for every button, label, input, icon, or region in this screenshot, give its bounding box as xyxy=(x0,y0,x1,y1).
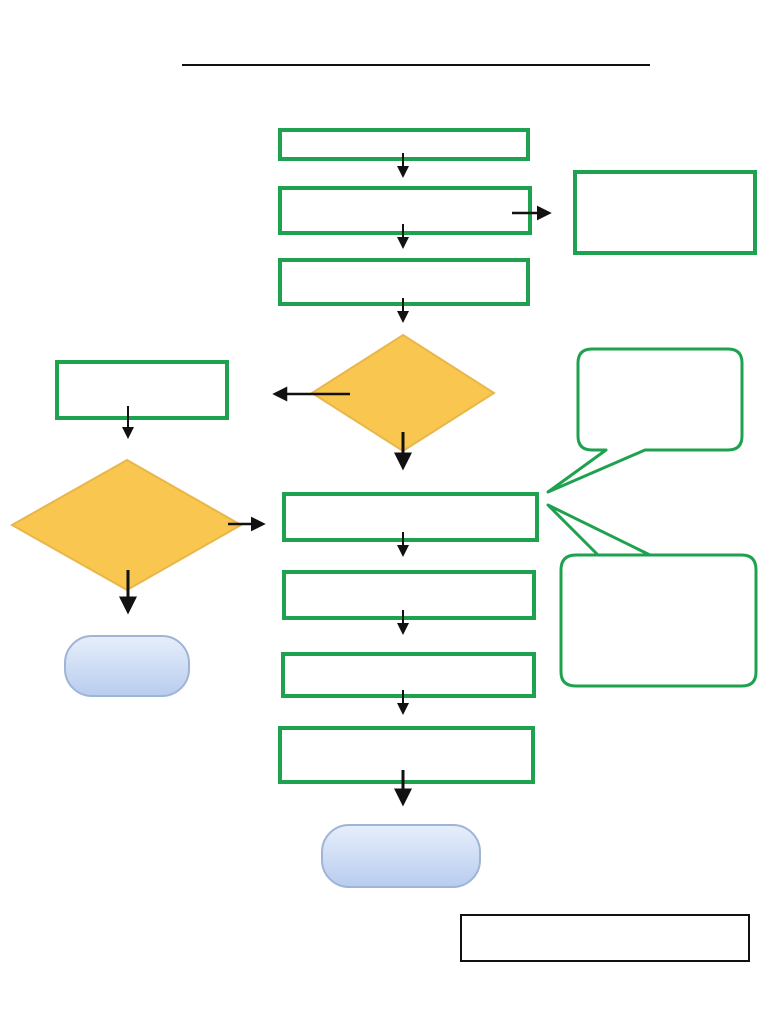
side-box xyxy=(573,170,757,255)
callout-top xyxy=(546,347,744,494)
terminal-left xyxy=(64,635,190,697)
title-underline xyxy=(182,64,650,66)
process-box-6 xyxy=(281,652,536,698)
callout-bottom xyxy=(546,503,758,688)
process-box-7 xyxy=(278,726,535,784)
callout-top-label xyxy=(584,356,736,444)
process-box-4 xyxy=(282,492,539,542)
decision-diamond-2-label xyxy=(50,505,204,545)
terminal-bottom xyxy=(321,824,481,888)
left-box xyxy=(55,360,229,420)
callout-bottom-label xyxy=(568,562,750,680)
note-box xyxy=(460,914,750,962)
decision-diamond-1-label xyxy=(340,375,466,411)
process-box-2 xyxy=(278,186,532,235)
process-box-5 xyxy=(282,570,536,620)
